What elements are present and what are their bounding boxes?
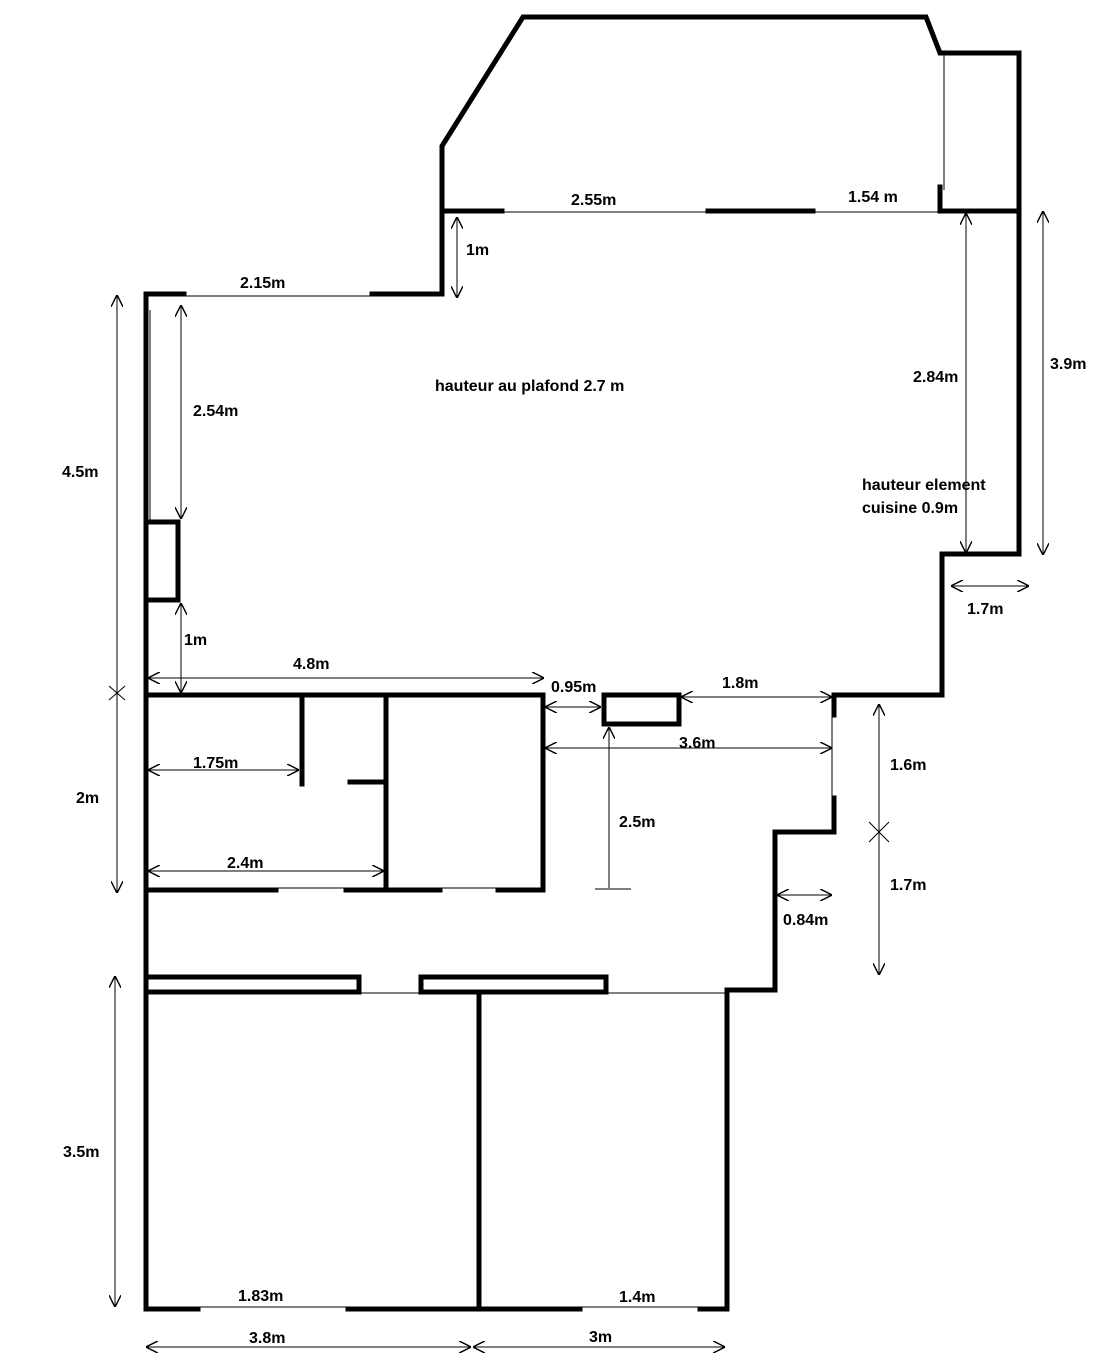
label-bedroom1-width: 3.8m — [249, 1330, 285, 1347]
wall-bedroom-top-mid — [418, 974, 609, 995]
label-living-width: 4.8m — [293, 656, 329, 673]
walls — [143, 14, 1022, 1312]
label-bath-width: 1.75m — [193, 755, 238, 772]
label-top-window-right: 1.54 m — [848, 189, 898, 206]
wall-bedroom-top-left — [143, 974, 362, 995]
label-left-wall-lower: 1m — [184, 632, 207, 649]
label-bath-depth: 2m — [76, 790, 99, 807]
wall-bay-top — [439, 14, 1022, 718]
kitchen-column — [601, 692, 682, 727]
labels: hauteur au plafond 2.7 m hauteur element… — [62, 189, 1086, 1347]
label-bedroom2-width: 3m — [589, 1329, 612, 1346]
dimension-lines — [108, 212, 1043, 1347]
wall-living-step — [369, 208, 445, 297]
dim-left-tick-2 — [108, 685, 126, 701]
label-right-lower: 1.7m — [890, 877, 926, 894]
note-kitchen-height-1: hauteur element — [862, 477, 986, 494]
label-upper-step: 1m — [466, 242, 489, 259]
label-right-upper: 1.6m — [890, 757, 926, 774]
label-rooms-width: 2.4m — [227, 855, 263, 872]
chimney-block — [143, 519, 181, 603]
note-ceiling-height: hauteur au plafond 2.7 m — [435, 378, 624, 395]
label-right-segment: 1.8m — [722, 675, 758, 692]
label-right-total: 3.9m — [1050, 356, 1086, 373]
label-bedroom1-window: 1.83m — [238, 1288, 283, 1305]
label-top-window-left: 2.55m — [571, 192, 616, 209]
dim-right-tick-2 — [868, 821, 890, 843]
label-kitchen-step: 1.7m — [967, 601, 1003, 618]
label-left-wall-upper: 2.54m — [193, 403, 238, 420]
wall-living-left-window — [143, 291, 187, 313]
label-left-total: 4.5m — [62, 464, 98, 481]
label-left-window: 2.15m — [240, 275, 285, 292]
label-bedrooms-depth: 3.5m — [63, 1144, 99, 1161]
label-corridor-depth: 2.5m — [619, 814, 655, 831]
label-passage: 0.95m — [551, 679, 596, 696]
note-kitchen-height-2: cuisine 0.9m — [862, 500, 958, 517]
label-bedroom2-window: 1.4m — [619, 1289, 655, 1306]
label-small-step: 0.84m — [783, 912, 828, 929]
label-kitchen-wall: 2.84m — [913, 369, 958, 386]
label-hall-width: 3.6m — [679, 735, 715, 752]
wall-hall-right — [724, 795, 837, 993]
